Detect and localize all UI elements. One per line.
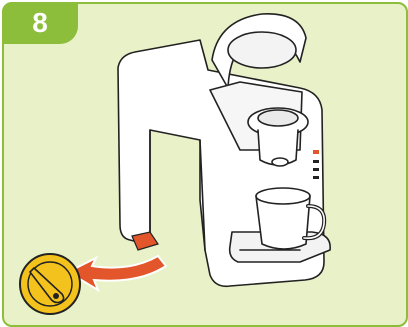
arrow-icon — [68, 256, 166, 290]
drip-tray-icon — [132, 232, 158, 250]
step-badge: 8 — [2, 2, 78, 44]
dial-icon — [20, 254, 80, 314]
step-number: 8 — [2, 2, 78, 44]
